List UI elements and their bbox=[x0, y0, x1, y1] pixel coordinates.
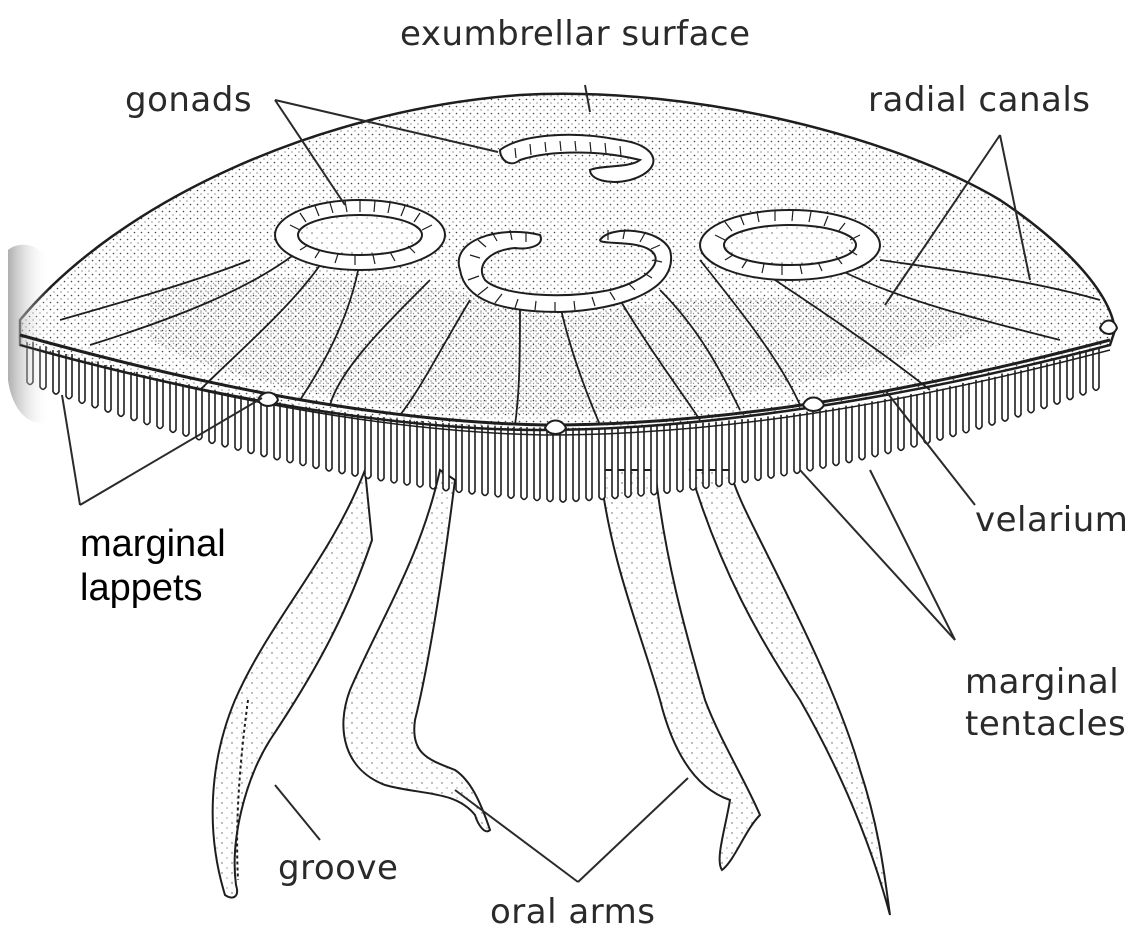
marginal-tentacle bbox=[313, 409, 319, 469]
marginal-tentacle bbox=[859, 403, 865, 459]
marginal-tentacle bbox=[404, 420, 410, 485]
label-marginal-tentacles-line1: marginal bbox=[965, 662, 1119, 702]
leader-oral-1 bbox=[455, 790, 578, 882]
marginal-tentacle bbox=[261, 400, 267, 457]
marginal-tentacle bbox=[456, 424, 462, 492]
marginal-tentacle bbox=[768, 416, 774, 478]
marginal-tentacle bbox=[300, 407, 306, 466]
marginal-tentacle bbox=[326, 410, 332, 470]
marginal-tentacle bbox=[755, 418, 761, 480]
marginal-tentacle bbox=[92, 361, 98, 407]
marginal-tentacle bbox=[911, 394, 917, 447]
marginal-tentacle bbox=[950, 386, 956, 437]
marginal-tentacle bbox=[989, 377, 995, 425]
marginal-tentacle bbox=[1041, 363, 1047, 408]
marginal-tentacle bbox=[105, 365, 111, 412]
label-radial-canals: radial canals bbox=[868, 80, 1091, 120]
marginal-tentacle bbox=[170, 381, 176, 432]
marginal-tentacle bbox=[53, 350, 59, 394]
marginal-tentacle bbox=[378, 417, 384, 481]
marginal-tentacle bbox=[625, 427, 631, 497]
marginal-tentacle bbox=[339, 412, 345, 473]
marginal-tentacle bbox=[1054, 360, 1060, 404]
label-gonads: gonads bbox=[125, 80, 252, 120]
marginal-tentacle bbox=[66, 354, 72, 399]
marginal-tentacle bbox=[690, 424, 696, 490]
marginal-tentacle bbox=[495, 426, 501, 497]
marginal-tentacle bbox=[742, 419, 748, 482]
leader-oral-2 bbox=[578, 778, 688, 882]
marginal-tentacle bbox=[131, 372, 137, 421]
marginal-tentacle bbox=[937, 389, 943, 440]
marginal-tentacle bbox=[183, 384, 189, 436]
marginal-tentacle bbox=[482, 426, 488, 496]
marginal-tentacle bbox=[703, 423, 709, 489]
marginal-tentacle bbox=[144, 375, 150, 424]
marginal-tentacle bbox=[547, 428, 553, 502]
marginal-tentacle bbox=[898, 397, 904, 451]
marginal-tentacle bbox=[1028, 367, 1034, 413]
marginal-tentacle bbox=[235, 395, 241, 450]
marginal-tentacle bbox=[807, 411, 813, 470]
marginal-tentacle bbox=[963, 383, 969, 433]
marginal-tentacle bbox=[586, 428, 592, 501]
marginal-tentacle bbox=[365, 416, 371, 479]
marginal-tentacle bbox=[976, 380, 982, 429]
label-groove: groove bbox=[278, 848, 398, 888]
marginal-tentacle bbox=[196, 387, 202, 440]
marginal-tentacle bbox=[391, 418, 397, 482]
marginal-tentacle bbox=[430, 422, 436, 489]
marginal-tentacle bbox=[352, 414, 358, 476]
marginal-tentacle bbox=[560, 428, 566, 502]
marginal-tentacle bbox=[1015, 370, 1021, 417]
marginal-tentacle bbox=[651, 426, 657, 495]
marginal-tentacle bbox=[677, 424, 683, 491]
marginal-tentacle bbox=[872, 401, 878, 456]
marginal-tentacle bbox=[924, 391, 930, 443]
marginal-tentacle bbox=[885, 399, 891, 454]
marginal-tentacle bbox=[443, 423, 449, 491]
marginal-tentacle bbox=[118, 368, 124, 416]
leader-tentacles-2 bbox=[870, 470, 955, 640]
leader-lappets-1 bbox=[62, 395, 80, 505]
marginal-tentacle bbox=[79, 358, 85, 403]
marginal-tentacle bbox=[417, 421, 423, 487]
marginal-tentacle bbox=[612, 427, 618, 498]
marginal-tentacle bbox=[469, 425, 475, 494]
marginal-tentacle bbox=[729, 420, 735, 484]
marginal-tentacle bbox=[716, 422, 722, 487]
marginal-tentacle bbox=[599, 428, 605, 500]
marginal-tentacle bbox=[209, 390, 215, 443]
marginal-tentacle bbox=[534, 427, 540, 500]
marginal-tentacle bbox=[573, 428, 579, 502]
marginal-tentacle bbox=[833, 408, 839, 466]
marginal-tentacle bbox=[1002, 374, 1008, 421]
label-marginal-lappets-line1: marginal bbox=[80, 522, 226, 566]
label-marginal-tentacles-line2: tentacles bbox=[965, 704, 1126, 744]
marginal-tentacle bbox=[820, 410, 826, 469]
marginal-tentacle bbox=[1067, 356, 1073, 400]
leader-groove bbox=[275, 785, 320, 840]
marginal-tentacle bbox=[521, 427, 527, 499]
label-velarium: velarium bbox=[975, 500, 1128, 540]
marginal-tentacle bbox=[638, 426, 644, 496]
leader-tentacles-1 bbox=[800, 470, 955, 640]
marginal-tentacle bbox=[508, 427, 514, 499]
marginal-tentacle bbox=[846, 406, 852, 463]
marginal-tentacle bbox=[287, 405, 293, 463]
label-marginal-lappets-line2: lappets bbox=[80, 566, 203, 610]
bell-left-shadow bbox=[8, 245, 50, 423]
marginal-tentacle bbox=[1080, 352, 1086, 395]
marginal-tentacle bbox=[794, 413, 800, 473]
marginal-tentacle bbox=[157, 378, 163, 428]
marginal-tentacle bbox=[274, 402, 280, 459]
label-exumbrellar-surface: exumbrellar surface bbox=[400, 14, 751, 54]
marginal-tentacle bbox=[664, 425, 670, 493]
label-oral-arms: oral arms bbox=[490, 892, 655, 932]
marginal-tentacle bbox=[781, 415, 787, 476]
